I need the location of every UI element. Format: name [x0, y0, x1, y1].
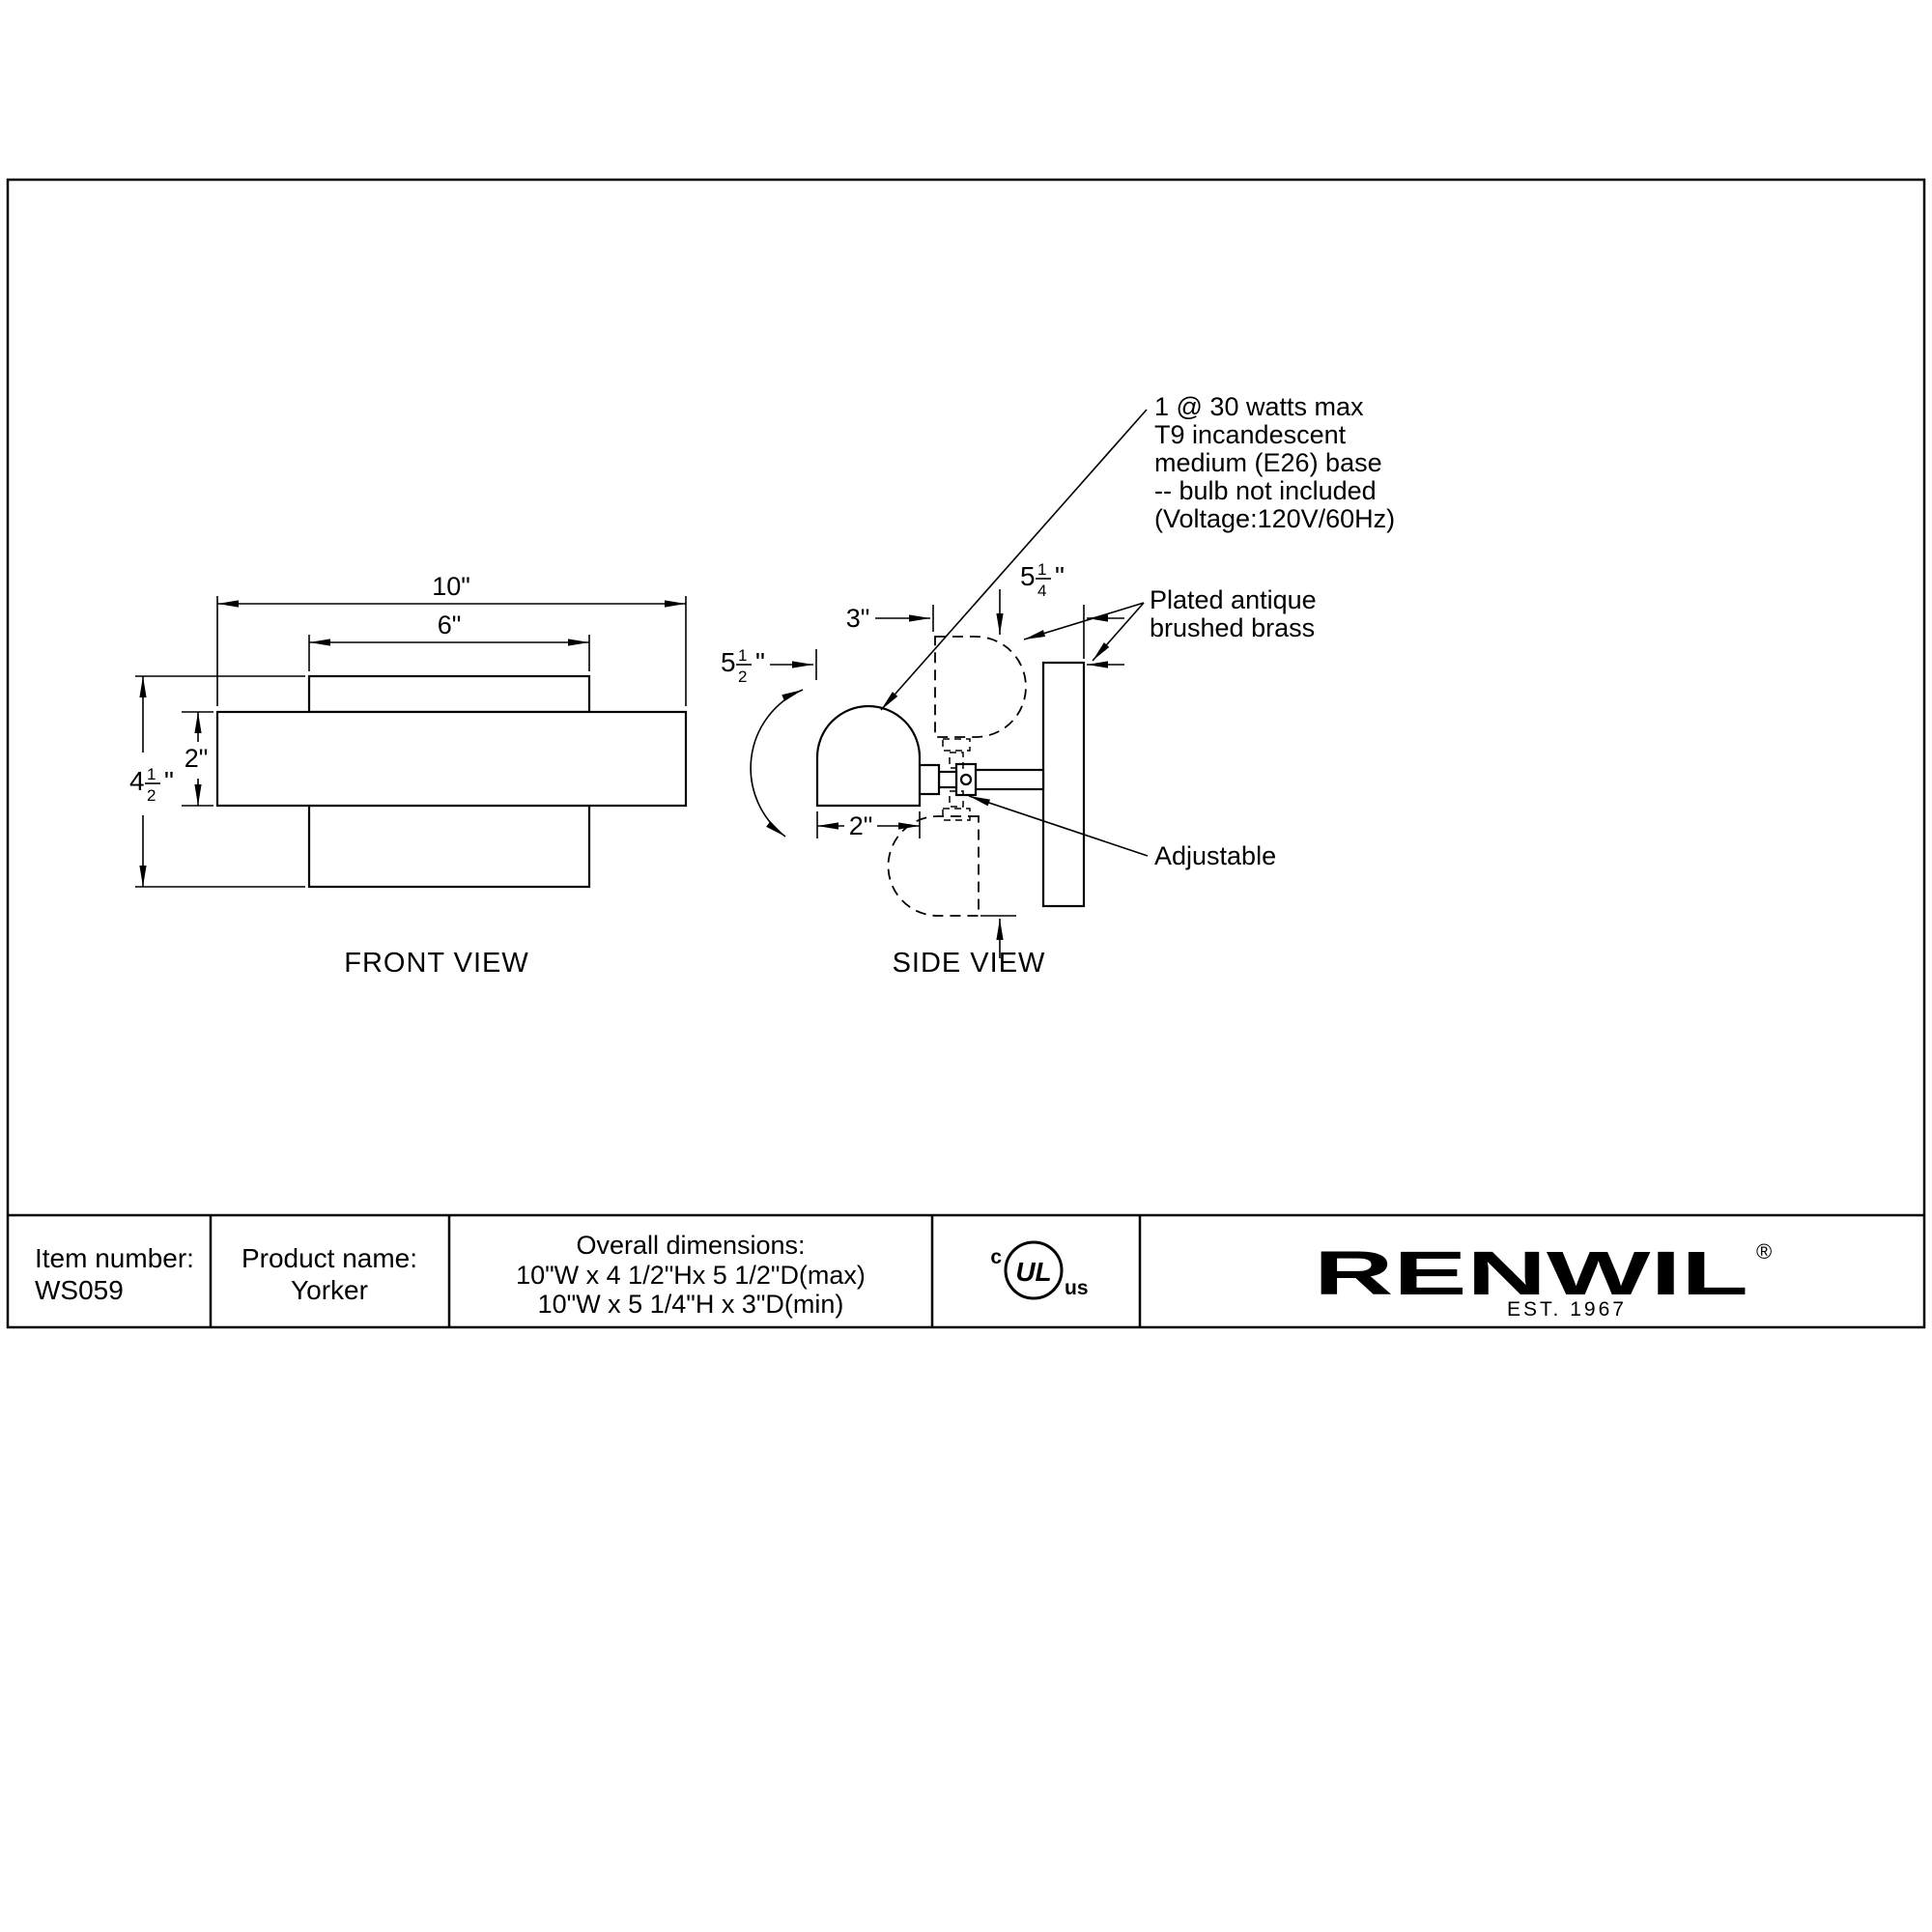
footer: Item number: WS059 Product name: Yorker …: [35, 1231, 866, 1319]
side-socket: [918, 763, 941, 796]
overall-dims-label: Overall dimensions:: [576, 1231, 805, 1260]
bulb-leader: [880, 409, 1148, 711]
ul-c: c: [990, 1246, 1002, 1268]
product-name-label: Product name:: [242, 1243, 417, 1273]
front-dim-bar-height: 2": [185, 744, 209, 773]
front-view-dimensions: [135, 596, 687, 888]
front-shade-bottom: [307, 804, 591, 889]
ul-certification-mark: UL c us: [990, 1240, 1089, 1300]
front-dim-inner-width: 6": [438, 611, 462, 639]
brand-wordmark: RENWIL: [1314, 1238, 1748, 1308]
ul-letters: UL: [1015, 1257, 1051, 1287]
item-number-label: Item number:: [35, 1243, 194, 1273]
side-view-object: [815, 661, 1086, 908]
finish-leader-shade: [1023, 602, 1145, 640]
ul-circle: [1004, 1240, 1064, 1300]
side-view-label: SIDE VIEW: [893, 948, 1046, 979]
overall-dims-line1: 10"W x 4 1/2"Hx 5 1/2"D(max): [516, 1261, 866, 1290]
phantom-socket-neck-up: [949, 752, 964, 769]
bulb-annotation-line: T9 incandescent: [1154, 420, 1347, 449]
overall-dims-line2: 10"W x 5 1/4"H x 3"D(min): [538, 1290, 844, 1319]
front-view-object: [215, 674, 688, 889]
front-shade-top: [307, 674, 591, 714]
bulb-annotation-line: 1 @ 30 watts max: [1154, 392, 1364, 421]
brand-registered: ®: [1756, 1239, 1772, 1264]
side-shade: [815, 704, 922, 808]
front-dim-height: 4 1 2 ": [129, 755, 174, 807]
product-name-value: Yorker: [291, 1275, 368, 1305]
side-dim-height-min: 5 1 4 ": [1020, 551, 1065, 602]
finish-leader-plate: [1092, 602, 1145, 662]
front-dim-width: 10": [432, 572, 470, 601]
adjustable-annotation: Adjustable: [1154, 841, 1276, 870]
side-view-dimensions: [750, 589, 1124, 958]
side-hinge: [954, 762, 978, 797]
phantom-socket-down: [942, 808, 971, 821]
finish-annotation-line: Plated antique: [1150, 585, 1317, 614]
side-shade-up-position: [934, 636, 1027, 738]
front-view-label: FRONT VIEW: [344, 948, 529, 979]
swing-arrow: [750, 689, 804, 838]
svg-text:4 1 2 ": 4 1 2 ": [129, 755, 174, 807]
bulb-annotation-line: (Voltage:120V/60Hz): [1154, 504, 1395, 533]
finish-annotation-line: brushed brass: [1150, 613, 1315, 642]
bulb-annotation-line: -- bulb not included: [1154, 476, 1377, 505]
item-number-value: WS059: [35, 1275, 124, 1305]
brand-est: EST. 1967: [1507, 1298, 1627, 1321]
svg-text:5 1 4 ": 5 1 4 ": [1020, 551, 1065, 602]
annotation-leaders: [880, 409, 1149, 857]
brand-logo: RENWIL ® EST. 1967: [1314, 1238, 1772, 1321]
front-bar: [215, 710, 688, 808]
side-dim-shade: 2": [849, 811, 873, 840]
svg-text:5 1 2 ": 5 1 2 ": [721, 637, 765, 688]
side-arm: [974, 768, 1045, 791]
side-dim-depth-max: 5 1 2 ": [721, 637, 765, 688]
bulb-annotation: 1 @ 30 watts max T9 incandescent medium …: [1154, 392, 1395, 533]
ul-us: us: [1065, 1277, 1089, 1299]
side-dim-depth-min: 3": [846, 604, 870, 633]
adjustable-leader: [968, 795, 1149, 857]
side-hinge-pin: [959, 773, 973, 786]
finish-annotation: Plated antique brushed brass: [1150, 585, 1317, 642]
side-wall-plate: [1041, 661, 1086, 908]
drawing-frame: [6, 178, 1926, 1329]
side-shade-down-position: [887, 815, 980, 917]
phantom-socket-up: [942, 738, 971, 752]
bulb-annotation-line: medium (E26) base: [1154, 448, 1382, 477]
phantom-socket-neck-down: [949, 790, 964, 808]
side-socket-neck: [937, 770, 958, 789]
